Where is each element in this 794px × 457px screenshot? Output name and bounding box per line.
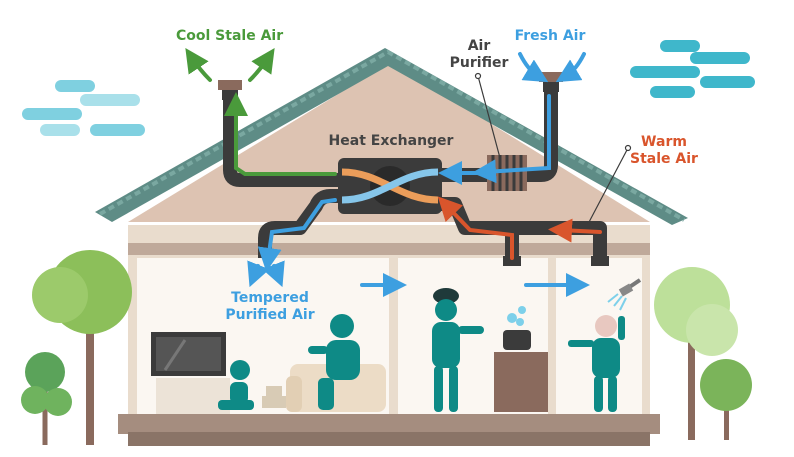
sofa-icon — [286, 364, 386, 412]
person-child-icon — [218, 360, 254, 410]
person-cooking-icon — [432, 288, 484, 412]
heat-exchanger-unit — [338, 158, 442, 214]
stove-pot-icon — [494, 306, 548, 412]
air-purifier-label-line2: Purifier — [449, 55, 509, 71]
heat-exchanger-label: Heat Exchanger — [328, 133, 454, 149]
fresh-air-label: Fresh Air — [514, 28, 586, 44]
foundation — [118, 414, 660, 434]
exhaust-vent-icon — [218, 80, 242, 100]
tempered-air-label-line2: Purified Air — [225, 307, 315, 323]
tree-right-icon — [654, 267, 752, 440]
warm-stale-air-flow-arrow — [548, 218, 602, 243]
warm-stale-air-label-line2: Stale Air — [630, 151, 698, 167]
person-showering-icon — [568, 315, 625, 412]
cloud-right-icon — [630, 40, 755, 98]
tempered-air-label-line1: Tempered — [231, 290, 309, 306]
cool-stale-air-flow-arrow — [224, 92, 337, 176]
air-purifier-filter-icon — [487, 155, 527, 191]
tempered-air-flow-arrow — [257, 198, 337, 272]
fresh-air-flow-arrow — [472, 94, 551, 184]
cloud-left-icon — [22, 80, 145, 136]
shower-head-icon — [607, 278, 642, 311]
person-sitting-icon — [308, 314, 360, 410]
tv-icon — [151, 332, 230, 414]
toy-blocks-icon — [262, 386, 286, 408]
intake-vent-icon — [539, 72, 563, 92]
air-purifier-label-line1: Air — [467, 38, 491, 54]
tree-left-icon — [21, 250, 132, 445]
warm-stale-air-label-line1: Warm — [641, 134, 687, 150]
cool-stale-air-label: Cool Stale Air — [176, 28, 284, 44]
